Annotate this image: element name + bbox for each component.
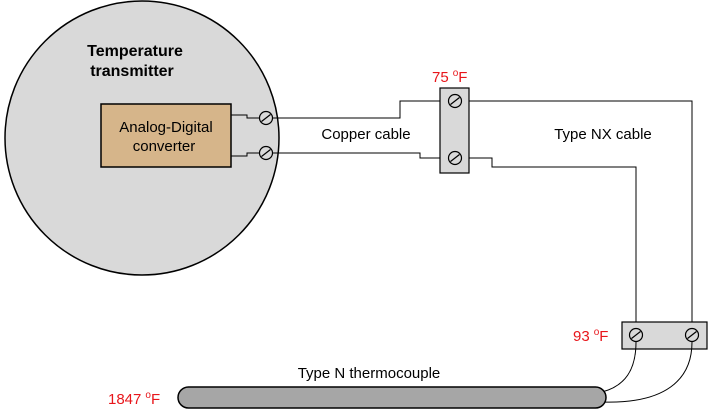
thermocouple-lead-right <box>601 341 693 403</box>
junction-terminal-bottom <box>447 150 463 166</box>
analog-digital-converter <box>100 103 232 168</box>
transmitter-title-line2: transmitter <box>90 63 174 80</box>
converter-lead-bottom <box>231 152 259 157</box>
nx-wire-inner <box>469 157 637 328</box>
converter-lead-top <box>231 114 259 119</box>
transmitter-terminal-bottom <box>258 145 274 161</box>
copper-wire-bottom <box>272 152 440 159</box>
junction-terminal-top <box>447 93 463 109</box>
thermocouple-label: Type N thermocouple <box>298 365 441 382</box>
converter-label-line2: converter <box>133 138 196 155</box>
thermocouple-probe <box>177 386 607 409</box>
transmitter-terminal-top <box>258 110 274 126</box>
copper-wire-top <box>272 100 440 119</box>
transmitter-title-line1: Temperature <box>87 43 183 60</box>
head-terminal-right <box>684 327 700 343</box>
head-terminal-left <box>628 327 644 343</box>
thermocouple-lead-left <box>601 341 637 393</box>
nx-cable-label: Type NX cable <box>554 126 652 143</box>
converter-label-line1: Analog-Digital <box>119 119 212 136</box>
copper-cable-label: Copper cable <box>321 126 410 143</box>
nx-wire-outer <box>469 100 693 328</box>
